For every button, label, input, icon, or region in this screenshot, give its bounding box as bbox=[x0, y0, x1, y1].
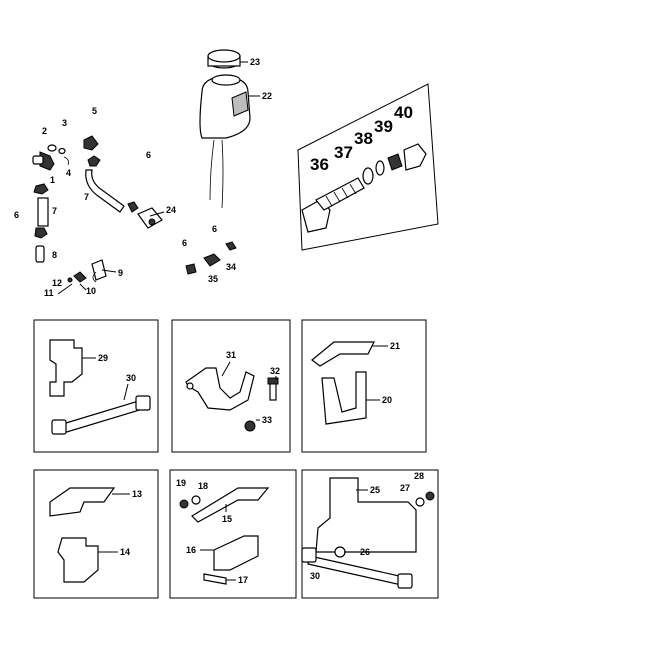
callout-37: 37 bbox=[334, 143, 353, 162]
callout-26: 26 bbox=[360, 547, 370, 557]
callout-6-left: 6 bbox=[14, 210, 19, 220]
callout-22: 22 bbox=[262, 91, 272, 101]
breather-panel bbox=[297, 83, 439, 251]
callout-21: 21 bbox=[390, 341, 400, 351]
callout-25: 25 bbox=[370, 485, 380, 495]
callout-14: 14 bbox=[120, 547, 130, 557]
callout-13: 13 bbox=[132, 489, 142, 499]
fuel-fittings-group bbox=[32, 135, 163, 295]
callout-18: 18 bbox=[198, 481, 208, 491]
callout-35: 35 bbox=[208, 274, 218, 284]
callout-12: 12 bbox=[52, 278, 62, 288]
callout-34: 34 bbox=[226, 262, 236, 272]
callout-20: 20 bbox=[382, 395, 392, 405]
callout-1: 1 bbox=[50, 175, 55, 185]
callout-40: 40 bbox=[394, 103, 413, 122]
callout-32: 32 bbox=[270, 366, 280, 376]
callout-6-sensor-left: 6 bbox=[182, 238, 187, 248]
panel-bracket-strap bbox=[33, 319, 159, 453]
panel-bracket-25-30 bbox=[301, 469, 439, 599]
panel-bracket-31 bbox=[171, 319, 291, 453]
callout-8: 8 bbox=[52, 250, 57, 260]
callout-33: 33 bbox=[262, 415, 272, 425]
callout-31: 31 bbox=[226, 350, 236, 360]
callout-28: 28 bbox=[414, 471, 424, 481]
callout-5: 5 bbox=[92, 106, 97, 116]
callout-4: 4 bbox=[66, 168, 71, 178]
callout-39: 39 bbox=[374, 117, 393, 136]
callout-29: 29 bbox=[98, 353, 108, 363]
panel-bracket-13-14 bbox=[33, 469, 159, 599]
callout-30-bottom: 30 bbox=[310, 571, 320, 581]
callout-2: 2 bbox=[42, 126, 47, 136]
callout-6-sensor-right: 6 bbox=[212, 224, 217, 234]
callout-24: 24 bbox=[166, 205, 176, 215]
callout-9: 9 bbox=[118, 268, 123, 278]
panel-bracket-20-21 bbox=[301, 319, 427, 453]
callout-36: 36 bbox=[310, 155, 329, 174]
callout-15: 15 bbox=[222, 514, 232, 524]
callout-17: 17 bbox=[238, 575, 248, 585]
callout-11: 11 bbox=[44, 288, 54, 298]
callout-6-center: 6 bbox=[146, 150, 151, 160]
callout-23: 23 bbox=[250, 57, 260, 67]
leader-lines bbox=[79, 61, 388, 581]
callout-27: 27 bbox=[400, 483, 410, 493]
fuel-tank-group bbox=[185, 49, 251, 275]
panel-bracket-15-19 bbox=[169, 469, 297, 599]
callout-16: 16 bbox=[186, 545, 196, 555]
callout-10: 10 bbox=[86, 286, 96, 296]
callout-30-top: 30 bbox=[126, 373, 136, 383]
callout-19: 19 bbox=[176, 478, 186, 488]
callout-7-left: 7 bbox=[52, 206, 57, 216]
callout-38: 38 bbox=[354, 129, 373, 148]
callout-3: 3 bbox=[62, 118, 67, 128]
callout-labels: 2 3 1 4 5 6 6 7 7 8 9 10 11 12 24 23 22 … bbox=[14, 57, 424, 585]
callout-7-center: 7 bbox=[84, 192, 89, 202]
